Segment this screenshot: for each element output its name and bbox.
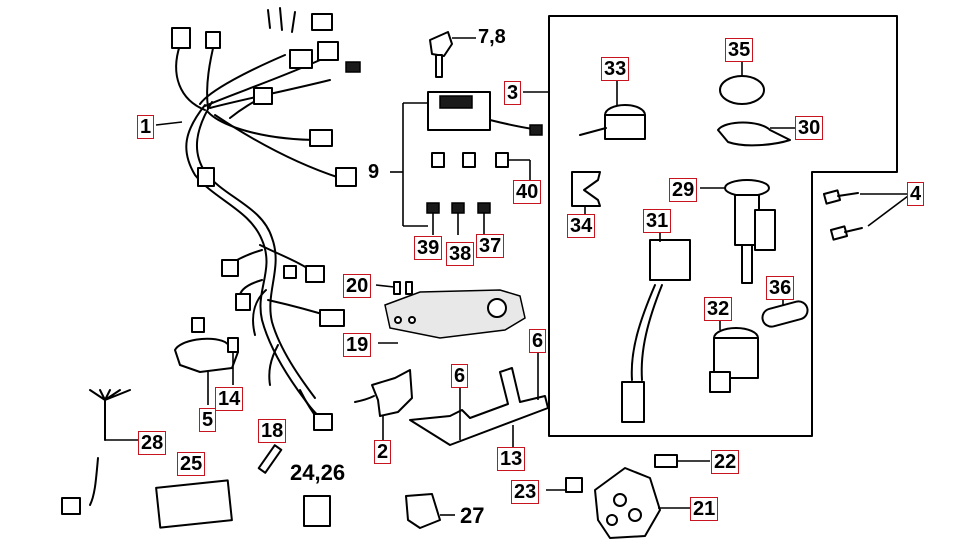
ignition-key [429, 31, 476, 78]
fuse-box [426, 91, 543, 214]
callout-40: 40 [513, 180, 542, 204]
callout-9: 9 [368, 161, 380, 183]
callout-22: 22 [711, 450, 740, 474]
callout-23: 23 [511, 480, 540, 504]
connector-24-26 [303, 495, 331, 527]
inset-frame [548, 15, 898, 437]
callout-6b: 6 [529, 329, 547, 353]
callout-34: 34 [567, 214, 596, 238]
switch-assembly [565, 454, 678, 539]
callout-25: 25 [177, 452, 206, 476]
callout-13: 13 [497, 447, 526, 471]
lock-set [571, 60, 809, 423]
bolts [822, 189, 863, 241]
long-bracket [409, 367, 549, 446]
control-unit [155, 479, 233, 529]
callout-1: 1 [137, 115, 155, 139]
callout-3: 3 [504, 81, 522, 105]
connector-27 [405, 493, 441, 529]
bracket [371, 369, 413, 417]
callout-24-26: 24,26 [290, 460, 346, 485]
callout-38: 38 [446, 242, 475, 266]
callout-33: 33 [601, 57, 630, 81]
callout-5: 5 [199, 408, 217, 432]
callout-19: 19 [343, 333, 372, 357]
sensor [174, 317, 239, 373]
callout-7-8: 7,8 [478, 26, 506, 48]
callout-36: 36 [766, 276, 795, 300]
callout-21: 21 [690, 497, 719, 521]
callout-31: 31 [643, 209, 672, 233]
callout-28: 28 [138, 431, 167, 455]
callout-37: 37 [476, 234, 505, 258]
callout-2: 2 [374, 440, 392, 464]
callout-20: 20 [343, 274, 372, 298]
callout-6a: 6 [451, 364, 469, 388]
callout-39: 39 [414, 236, 443, 260]
callout-30: 30 [795, 116, 824, 140]
pin [257, 444, 283, 474]
callout-29: 29 [669, 178, 698, 202]
callout-27: 27 [460, 503, 485, 528]
callout-4: 4 [907, 182, 925, 206]
wiring-harness [171, 7, 361, 431]
callout-32: 32 [704, 297, 733, 321]
harness-lead [61, 389, 138, 515]
callout-18: 18 [258, 419, 287, 443]
callout-35: 35 [725, 38, 754, 62]
mounting-plate [384, 281, 526, 339]
callout-14: 14 [215, 387, 244, 411]
